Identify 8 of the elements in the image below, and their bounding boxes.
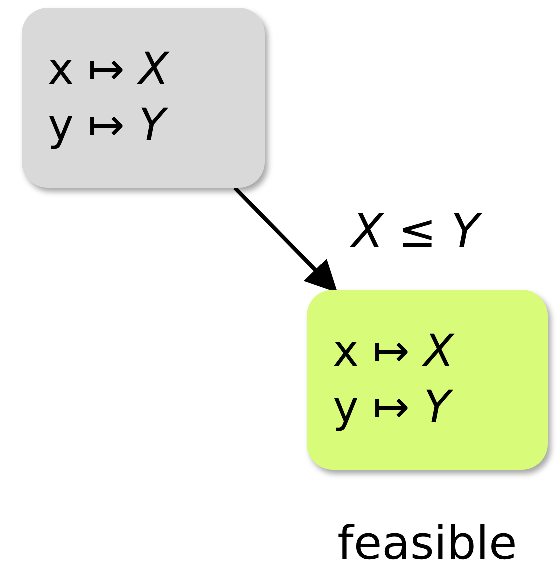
mapping-text: x ↦ X	[333, 330, 456, 374]
node-caption: feasible	[336, 520, 518, 562]
state-box	[22, 8, 265, 188]
arrow	[234, 186, 338, 293]
mapping-text: y ↦ Y	[333, 386, 522, 430]
mapping-text: y ↦ Y	[48, 104, 239, 148]
mapping-text: x ↦ X	[48, 48, 170, 92]
state-box	[307, 290, 548, 470]
